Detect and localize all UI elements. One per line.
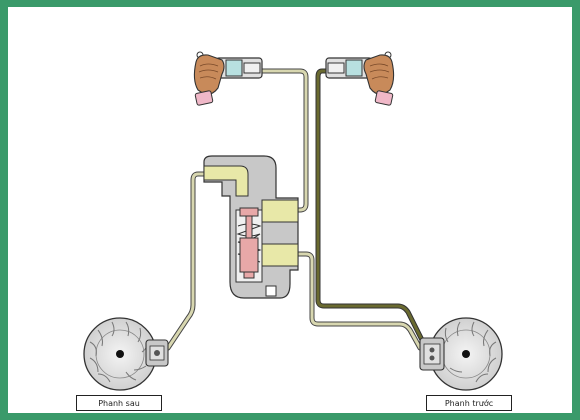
right-hand-icon (363, 54, 395, 106)
right-hand-lever (325, 51, 395, 106)
rear-caliper (145, 339, 169, 367)
proportioning-valve (203, 155, 299, 299)
front-brake-label: Phanh trước (426, 395, 512, 411)
left-hand-lever (193, 51, 263, 106)
brake-lines-light (165, 68, 423, 351)
left-hand-icon (193, 54, 225, 106)
front-caliper (419, 337, 445, 371)
brake-line-dark (315, 68, 427, 347)
rear-brake-disc (83, 317, 169, 391)
rear-brake-label: Phanh sau (76, 395, 162, 411)
front-brake-disc (419, 317, 503, 391)
